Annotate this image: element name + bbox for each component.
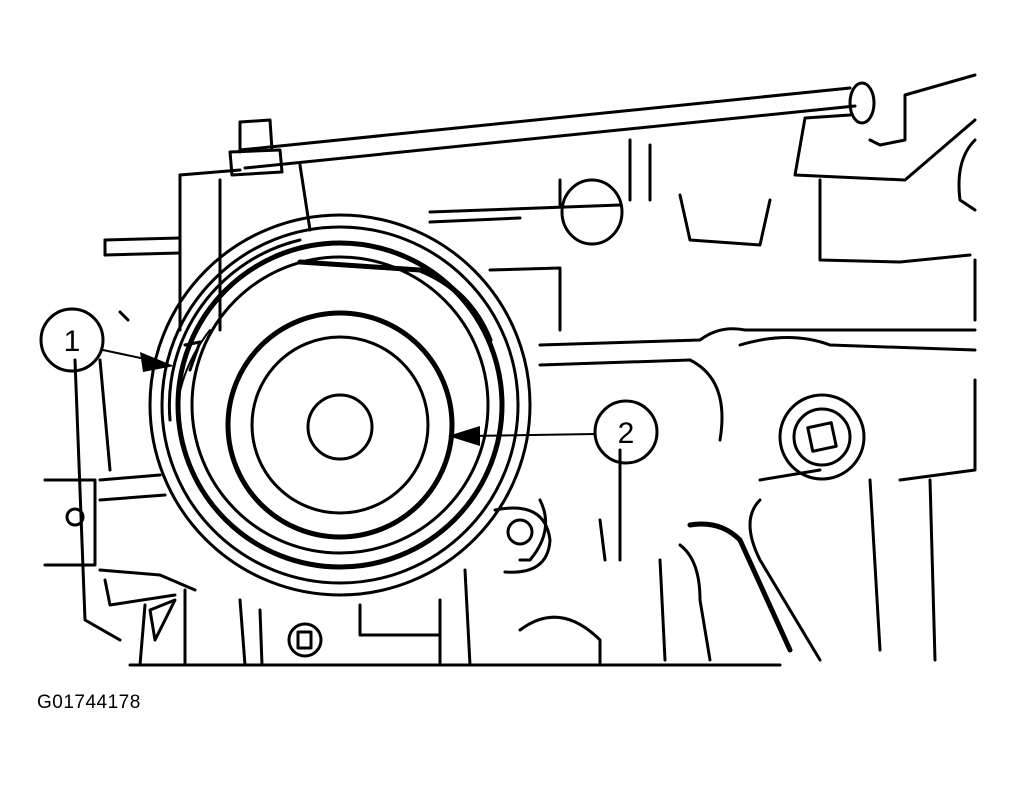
callout-1-label: 1: [64, 325, 81, 358]
engine-block-outline: [43, 73, 977, 667]
callout-2: 2: [448, 399, 659, 465]
callout-2-label: 2: [618, 417, 635, 450]
callout-1-arrowhead: [140, 352, 174, 372]
figure-code: G01744178: [37, 692, 141, 713]
pulley-assembly: [148, 213, 552, 597]
pulley-hub: [190, 255, 490, 555]
callout-2-arrowhead: [448, 426, 480, 446]
callout-1: 1: [39, 307, 174, 373]
seal-ring: [167, 238, 505, 570]
